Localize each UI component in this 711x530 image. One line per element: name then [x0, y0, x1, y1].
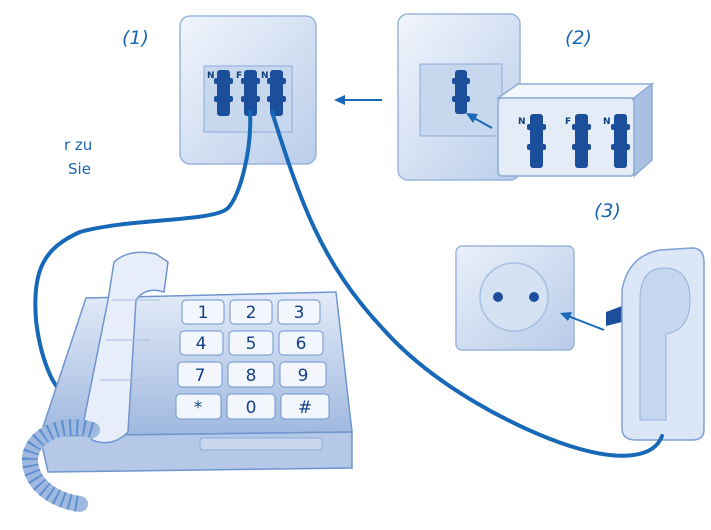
power-supply-unit — [606, 247, 705, 441]
key-5-button[interactable] — [228, 330, 274, 356]
step-label-1: (1) — [122, 27, 149, 49]
handset — [83, 251, 169, 444]
key-4-label: 4 — [196, 334, 207, 354]
cropped-text-line-2: Sie — [68, 160, 91, 178]
key-star-label: * — [194, 398, 203, 418]
step-label-3: (3) — [594, 200, 621, 222]
key-star-button[interactable] — [175, 393, 222, 420]
key-hash-label: # — [298, 398, 312, 418]
key-8-label: 8 — [246, 366, 257, 386]
key-9-label: 9 — [298, 366, 309, 386]
arrow-left-to-outlet-icon — [560, 312, 605, 331]
phone-line-cable — [33, 110, 253, 396]
key-0-button[interactable] — [226, 393, 276, 420]
triple-adapter-3: N F N — [495, 82, 655, 178]
key-2-button[interactable] — [229, 299, 273, 325]
arrow-left-icon — [334, 95, 382, 105]
arrow-up-left-icon — [466, 113, 493, 129]
jack-letter-f: F — [236, 71, 242, 81]
key-3-label: 3 — [294, 303, 305, 323]
key-9-button[interactable] — [279, 361, 327, 388]
jack-letter-n: N — [207, 71, 215, 81]
key-1-button[interactable] — [181, 299, 225, 325]
step-label-2: (2) — [565, 27, 592, 49]
power-outlet — [455, 245, 575, 351]
adapter-letter-n: N — [518, 117, 526, 127]
wall-socket-1: N F N — [179, 15, 317, 165]
telephone: 1 2 3 4 5 6 7 8 9 * 0 # — [22, 251, 353, 512]
key-hash-button[interactable] — [280, 393, 330, 420]
adapter-letter-n: N — [603, 117, 611, 127]
key-8-button[interactable] — [227, 361, 275, 388]
key-0-label: 0 — [246, 398, 257, 418]
key-7-button[interactable] — [177, 361, 223, 388]
key-6-label: 6 — [296, 334, 307, 354]
cropped-text-line-1: r zu — [64, 136, 93, 154]
jack-connector-n-left — [214, 70, 233, 116]
keypad: 1 2 3 4 5 6 7 8 9 * 0 # — [175, 299, 330, 420]
adapter-letter-f: F — [565, 117, 571, 127]
power-supply-cable — [270, 110, 664, 458]
key-4-button[interactable] — [179, 330, 224, 356]
key-5-label: 5 — [246, 334, 257, 354]
key-2-label: 2 — [246, 303, 257, 323]
wall-socket-2 — [397, 13, 521, 181]
jack-connector-n-right — [267, 70, 286, 116]
jack-connector-f — [241, 70, 260, 116]
key-7-label: 7 — [195, 366, 206, 386]
handset-coil-cord — [22, 419, 100, 512]
key-3-button[interactable] — [277, 299, 321, 325]
key-1-label: 1 — [198, 303, 209, 323]
jack-letter-n: N — [261, 71, 269, 81]
jack-connector-single — [452, 70, 470, 114]
key-6-button[interactable] — [278, 330, 324, 356]
